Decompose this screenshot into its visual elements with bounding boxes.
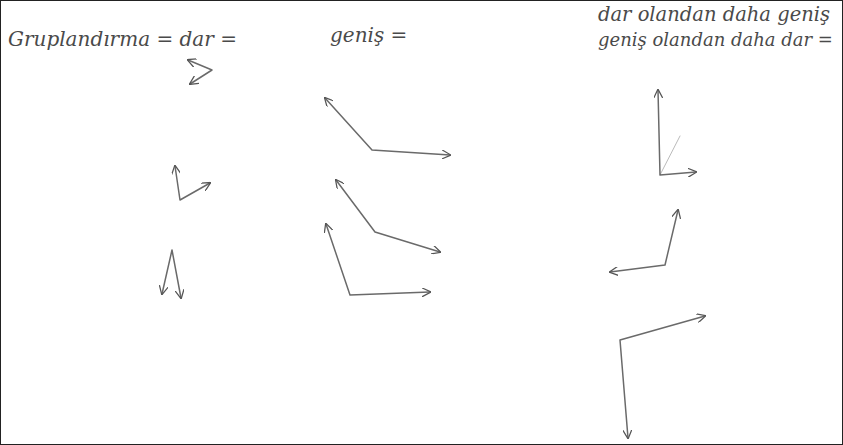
faint-stroke (660, 136, 680, 175)
right-angle (658, 90, 696, 175)
obtuse-angle (336, 180, 440, 252)
obtuse-angle (326, 224, 430, 295)
right-angle (610, 210, 678, 272)
handwritten-label: Gruplandırma = dar = (8, 28, 237, 51)
handwritten-label: geniş = (330, 24, 407, 47)
acute-angle (188, 60, 212, 84)
right-angle (620, 316, 705, 438)
handwritten-label: dar olandan daha geniş (598, 4, 830, 26)
acute-angle (162, 250, 181, 298)
acute-angle (175, 166, 210, 200)
handwritten-label: geniş olandan daha dar = (598, 30, 833, 51)
obtuse-angle (325, 98, 450, 155)
